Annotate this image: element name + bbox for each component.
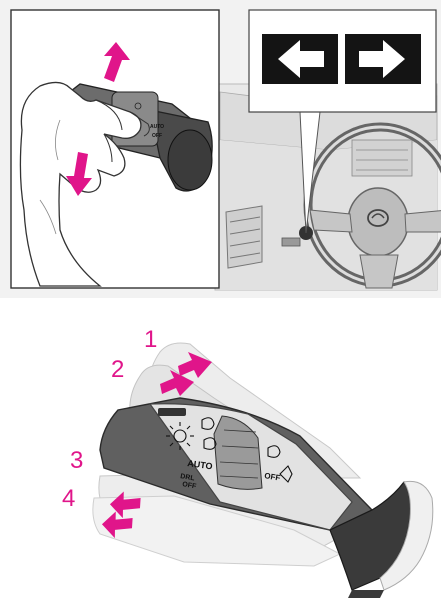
top-illustration-svg: AUTO OFF	[0, 0, 441, 298]
high-beam-icon	[203, 437, 217, 450]
turn-signal-callout	[248, 9, 437, 113]
air-vent	[225, 205, 263, 269]
parking-light-icon	[173, 429, 187, 443]
raise-arrow-2-icon	[160, 370, 194, 396]
lower-arrow-1-icon	[109, 491, 141, 519]
lower-arrow-2-icon	[101, 511, 133, 539]
hand-detail-panel: AUTO OFF	[10, 9, 220, 289]
lever-tab	[158, 408, 186, 416]
detail-off-text: OFF	[152, 133, 162, 139]
position-label-4: 4	[62, 485, 76, 512]
steering-column	[329, 480, 434, 598]
position-label-2: 2	[111, 356, 125, 383]
turn-right-arrow-icon	[359, 40, 405, 78]
movement-arrows	[101, 352, 212, 539]
drl-label: DRL	[180, 473, 196, 483]
move-up-arrow-icon	[104, 42, 130, 82]
top-illustration: AUTO OFF	[0, 0, 441, 298]
bottom-illustration-svg: AUTO OFF DRL OFF	[92, 342, 434, 598]
detail-auto-text: AUTO	[150, 124, 164, 130]
low-beam-icon	[201, 417, 215, 430]
turn-signal-marker-icon	[279, 465, 293, 483]
move-down-arrow-icon	[66, 152, 92, 196]
position-label-3: 3	[70, 447, 84, 474]
raise-arrow-1-icon	[178, 352, 212, 378]
bottom-illustration: AUTO OFF DRL OFF 1 2 3 4	[0, 298, 441, 598]
lever-ghost-lower	[92, 473, 348, 567]
brand-emblem	[367, 209, 389, 227]
drl-off-label: OFF	[182, 481, 198, 490]
cockpit-scene	[214, 83, 441, 291]
headlight-lever: AUTO OFF DRL OFF	[99, 397, 374, 531]
turn-left-arrow-icon	[278, 40, 324, 78]
off-label: OFF	[264, 471, 281, 483]
auto-label: AUTO	[187, 458, 213, 471]
headlight-on-icon	[267, 445, 281, 458]
position-label-1: 1	[144, 326, 158, 353]
